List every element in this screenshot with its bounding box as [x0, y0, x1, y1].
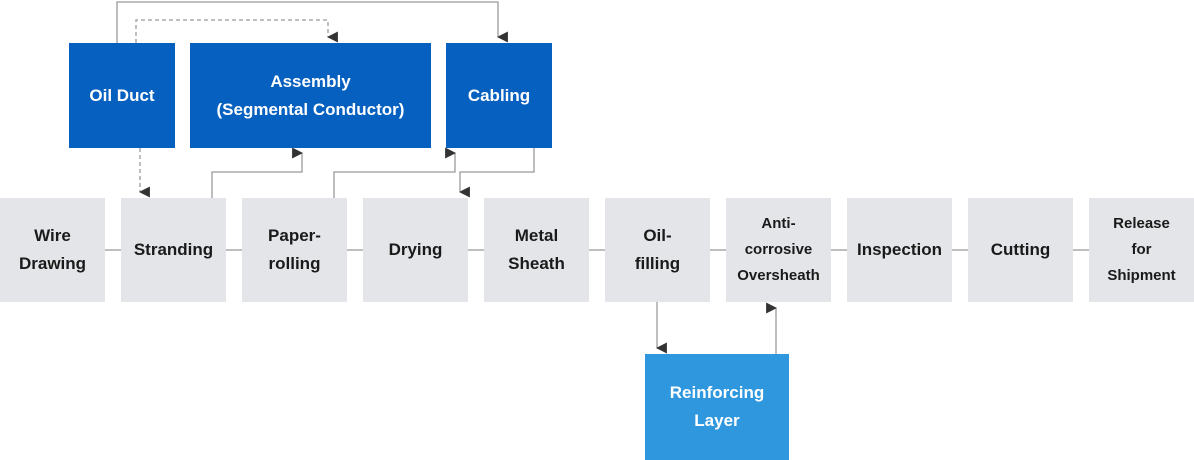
step-stranding: Stranding [121, 198, 226, 302]
oil-duct-to-assembly-arrow [135, 19, 338, 43]
reinforcing-layer-box: Reinforcing Layer [645, 354, 789, 460]
oil-duct-box: Oil Duct [69, 43, 175, 148]
step-drying: Drying [363, 198, 468, 302]
step-cutting: Cutting [968, 198, 1073, 302]
step-oil-filling: Oil- filling [605, 198, 710, 302]
cabling-box: Cabling [446, 43, 552, 148]
step-anti-corrosive-oversheath: Anti- corrosive Oversheath [726, 198, 831, 302]
assembly-box: Assembly (Segmental Conductor) [190, 43, 431, 148]
oil-duct-to-cabling-arrow [116, 1, 508, 43]
step-paper-rolling: Paper- rolling [242, 198, 347, 302]
step-release-for-shipment: Release for Shipment [1089, 198, 1194, 302]
stranding-to-assembly-arrow [211, 147, 304, 198]
step-wire-drawing: Wire Drawing [0, 198, 105, 302]
step-inspection: Inspection [847, 198, 952, 302]
cabling-to-drying-arrow [458, 148, 535, 198]
paper-rolling-to-cabling-arrow [333, 147, 457, 198]
step-metal-sheath: Metal Sheath [484, 198, 589, 302]
